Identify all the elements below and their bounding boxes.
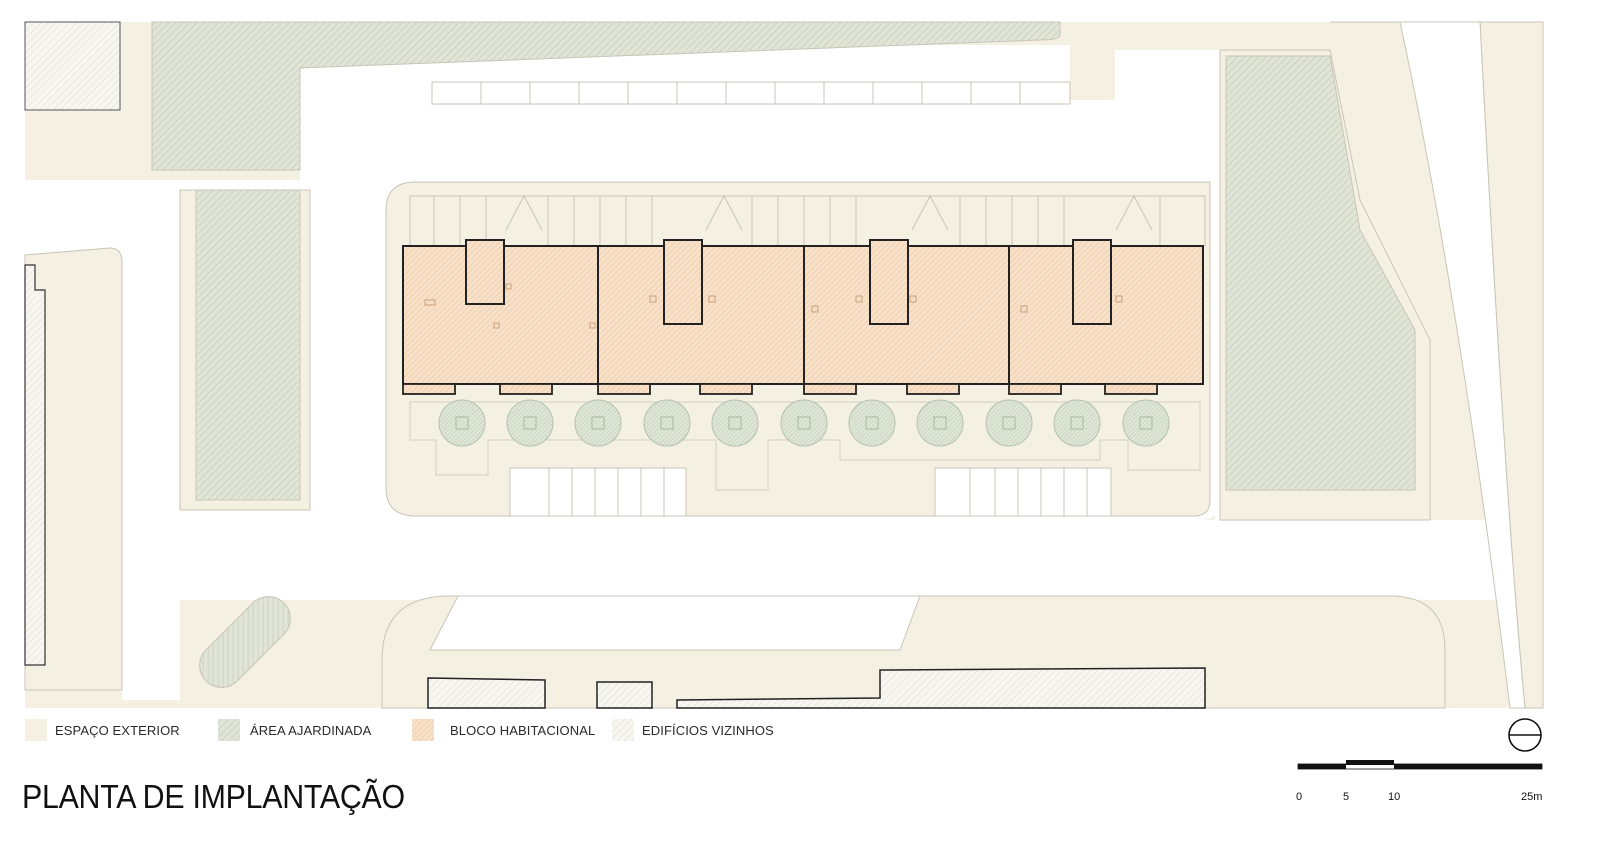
- legend-item-garden: ÁREA AJARDINADA: [250, 719, 371, 741]
- neighbour-building-south-3: [676, 667, 1206, 709]
- parking-row-north: [431, 81, 1071, 105]
- west-sidewalk: [24, 247, 123, 691]
- south-road-inner: [429, 595, 921, 651]
- legend-swatch-housing: [412, 719, 434, 741]
- legend-swatch-exterior: [25, 719, 47, 741]
- legend-item-housing: BLOCO HABITACIONAL: [450, 719, 595, 741]
- housing-block: [402, 239, 1204, 395]
- garden-west: [195, 189, 301, 501]
- scale-label-5: 5: [1343, 791, 1350, 803]
- neighbour-building-south-1: [427, 677, 546, 709]
- legend-swatch-garden: [218, 719, 240, 741]
- garden-north: [151, 21, 1061, 171]
- neighbour-building-west: [24, 264, 46, 666]
- parking-row-south: [509, 467, 1112, 517]
- scale-bar: [1297, 760, 1543, 770]
- legend-item-neighbours: EDIFÍCIOS VIZINHOS: [642, 719, 774, 741]
- neighbour-building-nw: [24, 21, 121, 111]
- legend-label-exterior: ESPAÇO EXTERIOR: [55, 722, 180, 738]
- page-title: PLANTA DE IMPLANTAÇÃO: [22, 778, 405, 815]
- legend-swatch-neighbours: [612, 719, 634, 741]
- legend-label-neighbours: EDIFÍCIOS VIZINHOS: [642, 722, 774, 738]
- garden-east: [1225, 55, 1416, 491]
- scale-label-25m: 25m: [1521, 791, 1543, 803]
- garden-oval: [199, 596, 291, 688]
- legend-label-housing: BLOCO HABITACIONAL: [450, 722, 596, 738]
- neighbour-building-south-2: [596, 681, 653, 709]
- scale-label-10: 10: [1388, 791, 1401, 803]
- tree-row: [409, 399, 1201, 491]
- scale-label-0: 0: [1296, 791, 1303, 803]
- north-arrow-icon: [1508, 718, 1542, 752]
- north-east-path: [1330, 21, 1526, 709]
- legend-label-garden: ÁREA AJARDINADA: [250, 722, 372, 738]
- legend-item-exterior: ESPAÇO EXTERIOR: [55, 719, 180, 741]
